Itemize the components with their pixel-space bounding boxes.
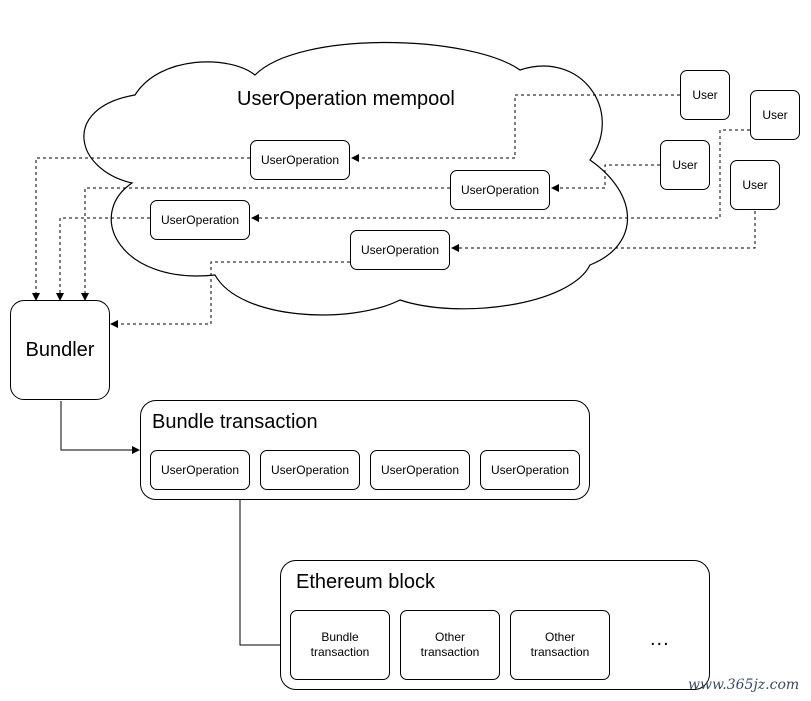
mempool-user-operation: UserOperation [150,200,250,240]
flow-bundler-to-bundle-tx [60,401,140,454]
block-other-transaction: Other transaction [510,610,610,680]
flow-user3-to-op2 [551,164,660,192]
mempool-title: UserOperation mempool [237,88,455,110]
flow-user4-to-op4 [451,211,756,252]
user-node: User [750,90,800,140]
mempool-cloud [83,41,628,316]
mempool-user-operation: UserOperation [450,170,550,210]
ethereum-block-title: Ethereum block [296,571,435,593]
user-node: User [660,140,710,190]
mempool-user-operation: UserOperation [350,230,450,270]
flow-bundle-tx-to-block [239,500,290,649]
flow-user2-to-op3 [251,129,750,222]
user-node: User [730,160,780,210]
flow-op2-to-bundler [81,187,450,301]
flow-op3-to-bundler [56,217,150,301]
block-bundle-transaction: Bundle transaction [290,610,390,680]
bundle-user-operation: UserOperation [150,450,250,490]
mempool-user-operation: UserOperation [250,140,350,180]
user-node: User [680,70,730,120]
block-other-transaction: Other transaction [400,610,500,680]
bundle-user-operation: UserOperation [260,450,360,490]
bundle-user-operation: UserOperation [370,450,470,490]
flow-op4-to-bundler [110,261,350,328]
block-more-ellipsis: ... [650,628,670,650]
watermark: www.365jz.com [688,677,800,693]
bundler-node: Bundler [10,300,110,400]
bundle-user-operation: UserOperation [480,450,580,490]
bundle-transaction-title: Bundle transaction [152,411,318,433]
flow-op1-to-bundler [32,157,250,301]
